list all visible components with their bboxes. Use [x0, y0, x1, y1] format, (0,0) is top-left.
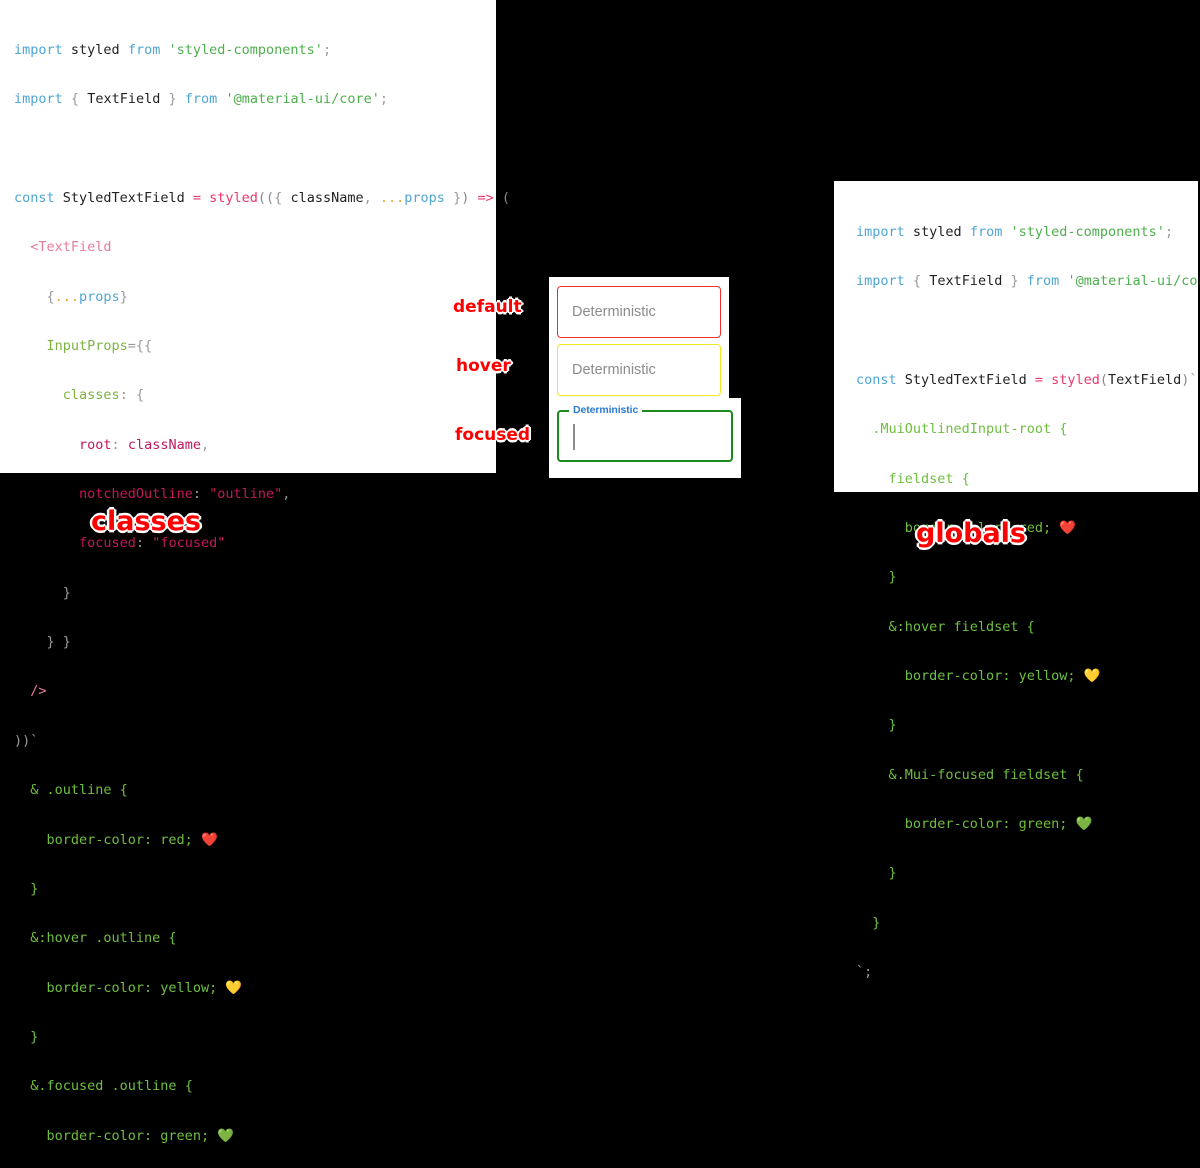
code-line: classes: {	[62, 387, 145, 404]
code-line: import styled from 'styled-components';	[856, 224, 1174, 240]
textfield-focused[interactable]: Deterministic	[557, 404, 733, 462]
textfield-hover-text: Deterministic	[572, 362, 656, 378]
code-line: border-color: red; ❤️	[904, 520, 1077, 537]
code-line: import { TextField } from '@material-ui/…	[14, 91, 389, 108]
annotation-default: default	[453, 297, 522, 317]
demo-card-top: Deterministic Deterministic	[549, 277, 729, 411]
code-line: & .outline {	[30, 782, 128, 799]
code-line: />	[30, 683, 47, 700]
code-line	[14, 141, 496, 158]
code-line: }	[62, 584, 71, 601]
demo-card-bottom: Deterministic	[549, 398, 741, 478]
code-line: }	[30, 880, 39, 897]
code-line: root: className,	[79, 436, 210, 453]
code-line: border-color: green; 💚	[904, 816, 1093, 833]
text-caret-icon	[573, 424, 575, 450]
code-line: &.Mui-focused fieldset {	[888, 766, 1084, 783]
code-line: {...props}	[46, 288, 128, 305]
code-line: InputProps={{	[46, 338, 153, 355]
code-line: const StyledTextField = styled(({ classN…	[14, 190, 511, 207]
code-line: }	[872, 914, 881, 931]
textfield-default-text: Deterministic	[572, 304, 656, 320]
code-line: }	[30, 1028, 39, 1045]
textfield-focused-label: Deterministic	[569, 404, 643, 416]
code-line: .MuiOutlinedInput-root {	[872, 421, 1068, 438]
code-line: import styled from 'styled-components';	[14, 42, 332, 58]
code-line: notchedOutline: "outline",	[79, 486, 291, 503]
annotation-classes: classes	[91, 506, 202, 537]
code-line: const StyledTextField = styled(TextField…	[856, 372, 1198, 389]
code-line: &:hover fieldset {	[888, 618, 1035, 635]
annotation-focused: focused	[455, 425, 531, 445]
code-line	[856, 323, 1198, 340]
code-line: focused: "focused"	[79, 535, 226, 552]
code-line: ))`	[14, 732, 39, 749]
code-line: <TextField	[30, 239, 112, 256]
annotation-hover: hover	[456, 356, 511, 376]
code-line: }	[888, 569, 897, 586]
code-line: }	[888, 717, 897, 734]
code-line: &.focused .outline {	[30, 1078, 193, 1095]
code-line: } }	[46, 634, 71, 651]
code-line: border-color: green; 💚	[46, 1127, 235, 1144]
annotation-globals: globals	[916, 518, 1027, 549]
code-panel-globals: import styled from 'styled-components'; …	[834, 181, 1200, 980]
code-line: border-color: red; ❤️	[46, 831, 218, 848]
code-panel-classes: import styled from 'styled-components'; …	[0, 0, 511, 1144]
textfield-default[interactable]: Deterministic	[557, 286, 721, 338]
textfield-hover[interactable]: Deterministic	[557, 344, 721, 396]
code-line: }	[888, 865, 897, 882]
code-line: `;	[856, 964, 873, 981]
code-line: fieldset {	[888, 470, 970, 487]
code-line: border-color: yellow; 💛	[46, 979, 243, 996]
code-line: import { TextField } from '@material-ui/…	[856, 273, 1200, 290]
code-line: border-color: yellow; 💛	[904, 668, 1101, 685]
code-line: &:hover .outline {	[30, 930, 177, 947]
